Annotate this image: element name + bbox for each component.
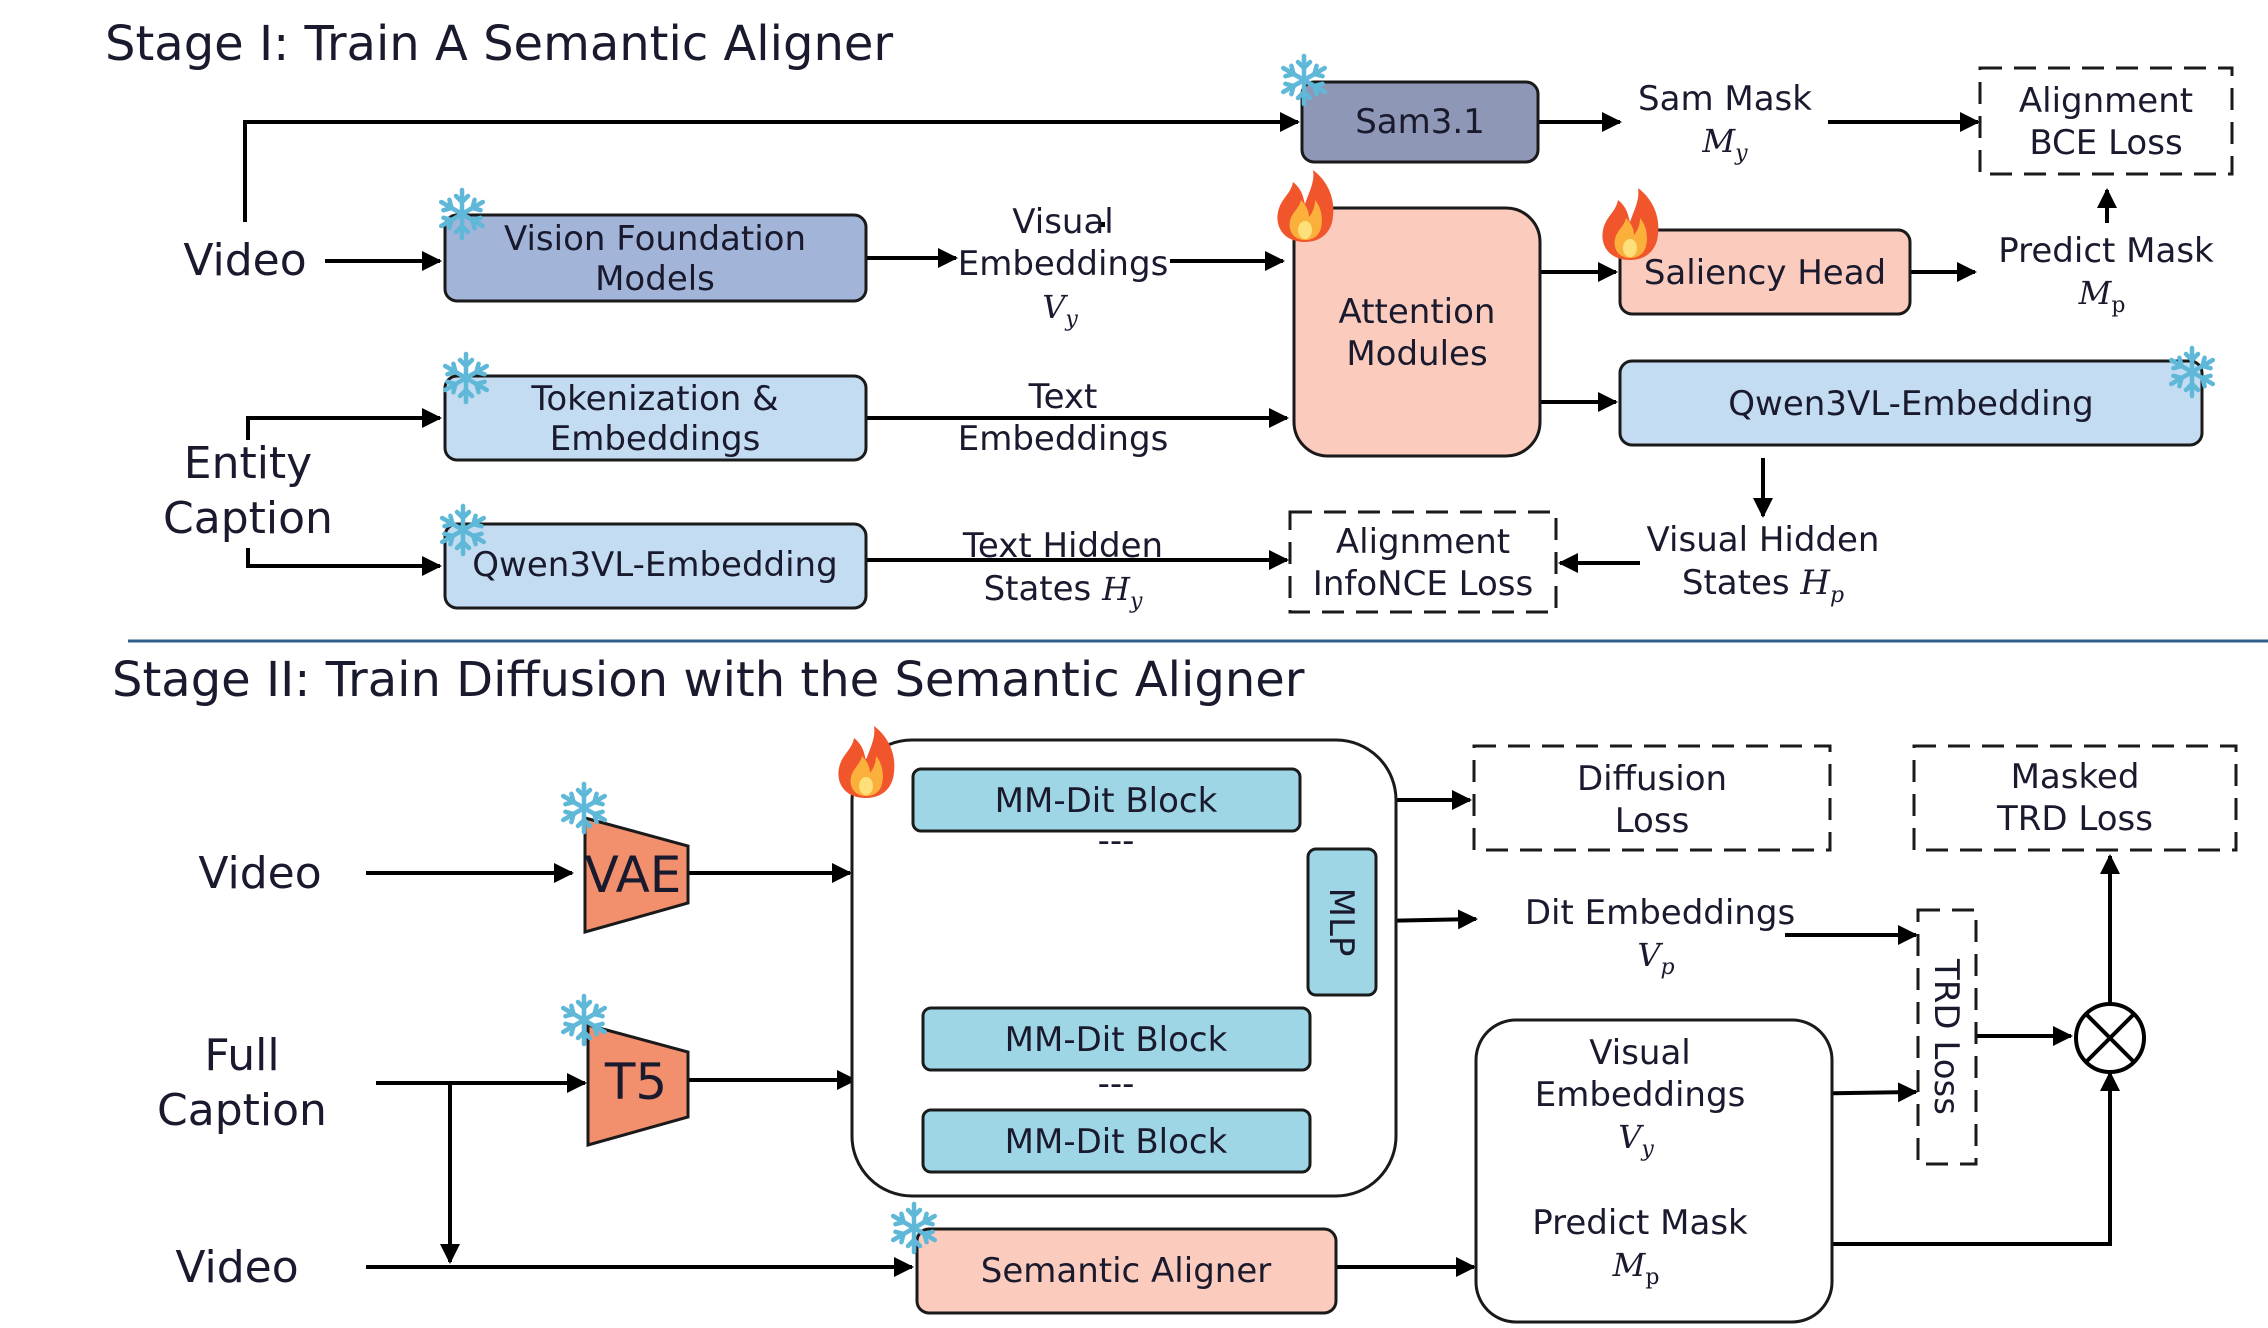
entity-caption-label-line1: Entity xyxy=(184,438,312,489)
attention-modules-box: Attention Modules xyxy=(1292,206,1542,458)
mmdit-middle-label: MM-Dit Block xyxy=(1005,1020,1228,1060)
ellipsis-bottom: --- xyxy=(1098,1064,1135,1104)
stage2-video-label: Video xyxy=(198,848,321,899)
tokenization-rect xyxy=(443,374,868,462)
mmdit-top-label: MM-Dit Block xyxy=(995,781,1218,821)
vae-encoder: VAE xyxy=(583,816,690,934)
stage1-connectors xyxy=(243,112,2117,576)
circle-times-icon xyxy=(2074,1002,2146,1074)
qwen-left-label: Qwen3VL-Embedding xyxy=(472,545,837,585)
tokenization-line2: Embeddings xyxy=(550,419,761,459)
stage1-video-label: Video xyxy=(183,235,306,286)
saliency-head-label: Saliency Head xyxy=(1644,253,1886,293)
aligner-outputs-container xyxy=(1474,1018,1834,1324)
masked-trd-loss-box: Masked TRD Loss xyxy=(1912,744,2238,852)
trd-loss-box: TRD Loss xyxy=(1916,908,1978,1166)
visual-hidden-line1: Visual Hidden xyxy=(1647,520,1880,560)
sam-rect xyxy=(1300,80,1540,164)
text-embeddings-line2: Embeddings xyxy=(958,419,1169,459)
vfm-line1: Vision Foundation xyxy=(504,219,806,259)
qwen-right-rect xyxy=(1618,359,2204,447)
alignment-infonce-loss-box: Alignment InfoNCE Loss xyxy=(1288,510,1558,614)
stage2-video2-label: Video xyxy=(175,1242,298,1293)
predict-mask-math: Mp xyxy=(2078,274,2126,318)
dit-embeddings-label: Dit Embeddings xyxy=(1525,893,1795,933)
mlp-rect xyxy=(1306,847,1378,997)
dit-embeddings-math: Vp xyxy=(1637,936,1674,980)
sam-mask-math: My xyxy=(1701,122,1748,166)
stage2-title: Stage II: Train Diffusion with the Seman… xyxy=(112,652,1305,708)
mmdit-container xyxy=(850,738,1398,1198)
s2-predict-mask-label: Predict Mask xyxy=(1532,1203,1748,1243)
s2-predict-mask-math: Mp xyxy=(1612,1246,1660,1290)
diffusion-loss-line1: Diffusion xyxy=(1577,759,1727,799)
ellipsis-top: --- xyxy=(1098,821,1135,861)
attention-rect xyxy=(1292,206,1542,458)
diffusion-loss-line2: Loss xyxy=(1615,801,1690,841)
qwen-left-rect xyxy=(443,522,868,610)
visual-embeddings-line2: Embeddings xyxy=(958,244,1169,284)
text-embeddings-line1: Text xyxy=(1028,377,1098,417)
sam-box: Sam3.1 xyxy=(1300,80,1540,164)
full-caption-line1: Full xyxy=(204,1030,279,1081)
s2-visual-embeddings-line2: Embeddings xyxy=(1535,1075,1746,1115)
t5-encoder: T5 xyxy=(586,1023,690,1147)
attention-line2: Modules xyxy=(1346,334,1487,374)
vfm-line2: Models xyxy=(595,259,715,299)
full-caption-line2: Caption xyxy=(157,1085,327,1136)
alignment-bce-line2: BCE Loss xyxy=(2029,123,2182,163)
mmdit-block-middle: MM-Dit Block xyxy=(921,1006,1312,1072)
s2-visual-embeddings-math: Vy xyxy=(1618,1118,1654,1162)
mmdit-bottom-rect xyxy=(921,1108,1312,1174)
qwen-right-label: Qwen3VL-Embedding xyxy=(1728,384,2093,424)
mmdit-middle-rect xyxy=(921,1006,1312,1072)
sam-label: Sam3.1 xyxy=(1355,102,1485,142)
saliency-rect xyxy=(1618,228,1912,316)
vfm-rect xyxy=(443,213,868,303)
alignment-bce-loss-box: Alignment BCE Loss xyxy=(1978,66,2234,176)
alignment-infonce-line2: InfoNCE Loss xyxy=(1313,564,1533,604)
flame-icon xyxy=(1602,188,1659,260)
semantic-aligner-rect xyxy=(915,1227,1338,1315)
attention-line1: Attention xyxy=(1339,292,1496,332)
trd-loss-label: TRD Loss xyxy=(1926,958,1966,1115)
masked-trd-line2: TRD Loss xyxy=(1996,799,2153,839)
mlp-box: MLP xyxy=(1306,847,1378,997)
alignment-bce-line1: Alignment xyxy=(2019,81,2193,121)
vision-foundation-models-box: Vision Foundation Models xyxy=(443,213,868,303)
mmdit-top-rect xyxy=(911,767,1302,833)
flame-icon xyxy=(838,726,895,798)
diffusion-loss-box: Diffusion Loss xyxy=(1472,744,1832,852)
mmdit-block-top: MM-Dit Block xyxy=(911,767,1302,833)
predict-mask-label: Predict Mask xyxy=(1998,231,2214,271)
visual-embeddings-math: Vy xyxy=(1042,288,1078,332)
qwen3vl-embedding-left-box: Qwen3VL-Embedding xyxy=(443,522,868,610)
mmdit-bottom-label: MM-Dit Block xyxy=(1005,1122,1228,1162)
text-hidden-line2: States Hy xyxy=(984,569,1143,614)
tokenization-line1: Tokenization & xyxy=(530,379,778,419)
vae-label: VAE xyxy=(585,846,682,904)
t5-shape xyxy=(586,1023,690,1147)
sam-mask-label: Sam Mask xyxy=(1638,79,1812,119)
semantic-aligner-label: Semantic Aligner xyxy=(981,1251,1271,1291)
masked-trd-line1: Masked xyxy=(2011,757,2140,797)
semantic-aligner-box: Semantic Aligner xyxy=(915,1227,1338,1315)
saliency-head-box: Saliency Head xyxy=(1618,228,1912,316)
flame-icon xyxy=(1277,170,1334,242)
tokenization-embeddings-box: Tokenization & Embeddings xyxy=(443,374,868,462)
entity-caption-label-line2: Caption xyxy=(163,493,333,544)
text-hidden-line1: Text Hidden xyxy=(962,526,1163,566)
s2-visual-embeddings-line1: Visual xyxy=(1589,1033,1691,1073)
stage1-title: Stage I: Train A Semantic Aligner xyxy=(105,16,893,72)
t5-label: T5 xyxy=(604,1053,667,1111)
alignment-infonce-line1: Alignment xyxy=(1336,522,1510,562)
visual-embeddings-line1: Visual xyxy=(1012,202,1114,242)
mmdit-block-bottom: MM-Dit Block xyxy=(921,1108,1312,1174)
visual-hidden-line2: States Hp xyxy=(1682,563,1844,608)
vae-shape xyxy=(583,816,690,934)
qwen3vl-embedding-right-box: Qwen3VL-Embedding xyxy=(1618,359,2204,447)
mlp-label: MLP xyxy=(1321,888,1361,957)
